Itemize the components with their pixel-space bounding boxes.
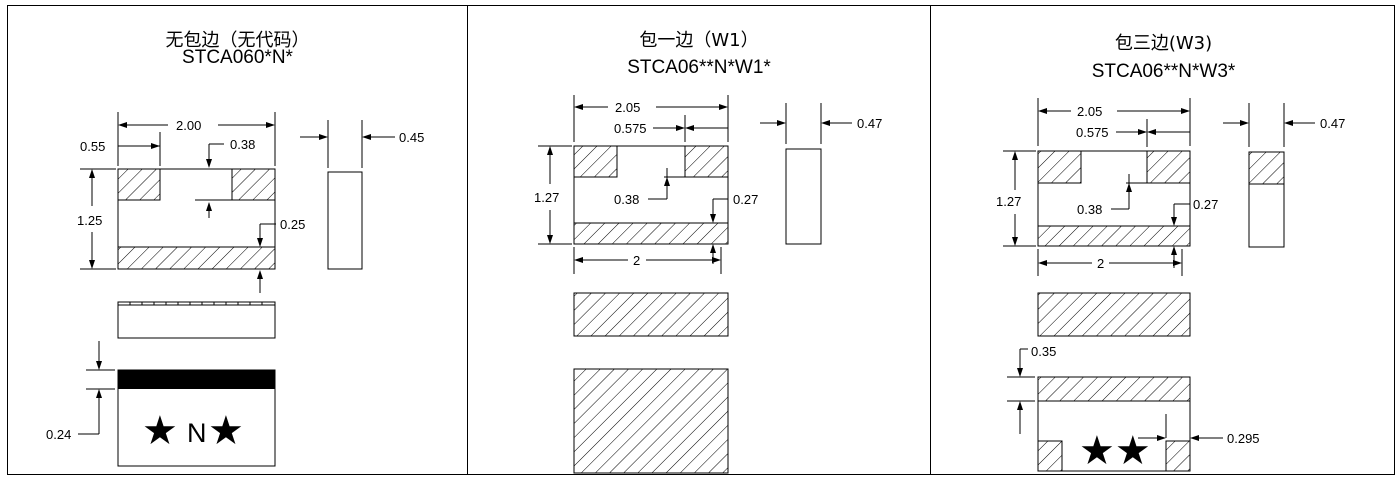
dim-pad-gap: 0.295 (1227, 431, 1260, 446)
panel-title-cn: 包一边（W1） (639, 30, 759, 51)
marking-stars: ★★ (1079, 429, 1151, 473)
side-view (785, 148, 822, 245)
dim-bottom-width: 2 (1097, 256, 1104, 271)
dim-width: 2.00 (176, 118, 201, 133)
dim-gap: 0.38 (614, 192, 639, 207)
dim-thickness: 0.47 (1320, 116, 1345, 131)
marking-star-left: ★ (142, 409, 178, 453)
panel-no-wrap: 无包边（无代码） STCA060*N* 2.00 (8, 6, 468, 474)
top-band (1037, 376, 1191, 402)
dim-pad-width: 0.575 (614, 121, 647, 136)
side-view (327, 171, 363, 270)
pad-left (1037, 150, 1082, 184)
pad-right (231, 168, 276, 201)
dim-width: 2.05 (1077, 104, 1102, 119)
dim-strip: 0.27 (1193, 197, 1218, 212)
panel-part-number: STCA06**N*W3* (1091, 61, 1236, 82)
panel-part-number: STCA06**N*W1* (627, 57, 771, 78)
bottom-strip (1037, 225, 1191, 247)
dim-thickness: 0.47 (857, 116, 882, 131)
marking-star-right: ★ (208, 409, 244, 453)
dim-strip: 0.25 (280, 217, 305, 232)
corner-pad-left (1037, 440, 1063, 472)
front-view (1037, 292, 1191, 337)
panel-title-cn: 包三边(W3) (1114, 33, 1213, 54)
dim-pad-width: 0.55 (80, 139, 105, 154)
dim-width: 2.05 (615, 100, 640, 115)
drawing-wrap-one-side: 2.05 0.575 0.38 1.27 (534, 95, 882, 474)
dim-height: 1.25 (77, 213, 102, 228)
drawing-table: 无包边（无代码） STCA060*N* 2.00 (7, 5, 1395, 475)
dim-gap: 0.38 (1077, 202, 1102, 217)
front-view (117, 301, 276, 339)
pad-left (117, 168, 161, 201)
pad-right (1146, 150, 1191, 184)
dim-pad-width: 0.575 (1076, 125, 1109, 140)
front-view (573, 292, 729, 337)
side-view-top-wrap (1248, 151, 1285, 185)
marking-band (118, 370, 275, 389)
corner-pad-right (1165, 440, 1191, 472)
bottom-strip (573, 222, 729, 245)
panel-part-number: STCA060*N* (182, 47, 293, 68)
bottom-strip (117, 246, 276, 270)
bottom-view (573, 368, 729, 474)
pad-right (684, 145, 729, 178)
panel-wrap-one-side: 包一边（W1） STCA06**N*W1* 2.05 (468, 6, 931, 474)
panel-wrap-three-sides: 包三边(W3) STCA06**N*W3* 2.05 (931, 6, 1396, 474)
dim-thickness: 0.45 (399, 130, 424, 145)
dim-height: 1.27 (534, 190, 559, 205)
drawing-wrap-three-sides: 2.05 0.575 0.38 1.27 (996, 98, 1345, 473)
dim-gap: 0.38 (230, 137, 255, 152)
pad-left (573, 145, 618, 178)
dim-mark-band: 0.24 (46, 427, 71, 442)
dim-height: 1.27 (996, 194, 1021, 209)
dim-band: 0.35 (1031, 344, 1056, 359)
dim-strip: 0.27 (733, 192, 758, 207)
panel-title-cn: 无包边（无代码） (165, 30, 310, 51)
drawing-no-wrap: 2.00 0.55 0.38 1.25 (46, 112, 424, 467)
marking-code: N (187, 418, 207, 448)
dim-bottom-width: 2 (633, 253, 640, 268)
